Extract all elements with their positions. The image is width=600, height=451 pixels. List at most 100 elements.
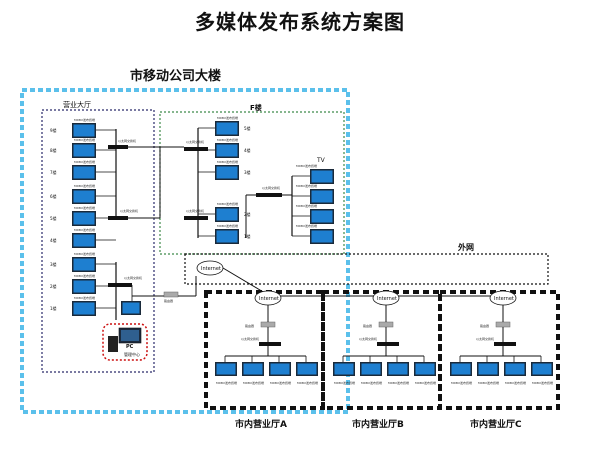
router-device (495, 321, 511, 328)
switch-caption: 以太网交换机 (262, 185, 280, 190)
floor-label: 5楼 (244, 125, 251, 131)
screen-panel (451, 363, 471, 375)
screen-caption: MDBX发布终端 (74, 273, 95, 278)
pc-frame (102, 323, 148, 361)
router-caption: 路由器 (480, 323, 489, 328)
internet-label: Internet (201, 266, 221, 272)
floor-label: 8楼 (50, 147, 57, 153)
screen-caption: MDBX发布终端 (74, 227, 95, 232)
screen-caption: MDBX发布终端 (451, 380, 472, 385)
ethernet-switch (256, 193, 282, 197)
floor-label: 2楼 (244, 211, 251, 217)
floor-label: 3楼 (50, 261, 57, 267)
switch-caption: 以太网交换机 (241, 336, 259, 341)
hq-title: 市移动公司大楼 (130, 68, 221, 84)
ethernet-switch (184, 147, 208, 151)
fbuilding-label: F楼 (250, 103, 262, 112)
hall-c-label: 市内营业厅C (470, 418, 522, 430)
screen-caption: MDBX发布终端 (217, 115, 238, 120)
screen-panel (216, 166, 238, 179)
hall-c-frame (438, 290, 560, 410)
screen-caption: MDBX发布终端 (296, 203, 317, 208)
screen-panel (311, 210, 333, 223)
screen-panel (415, 363, 435, 375)
screen-caption: MDBX发布终端 (74, 159, 95, 164)
screen-caption: MDBX发布终端 (74, 183, 95, 188)
screen-caption: MDBX发布终端 (388, 380, 409, 385)
router-device (378, 321, 394, 328)
screen-panel (73, 234, 95, 247)
hall-a-label: 市内营业厅A (235, 418, 287, 430)
screen-caption: MDBX发布终端 (74, 295, 95, 300)
floor-label: 9楼 (50, 127, 57, 133)
screen-caption: MDBX发布终端 (478, 380, 499, 385)
screen-panel (334, 363, 354, 375)
floor-label: 6楼 (50, 193, 57, 199)
screen-caption: MDBX发布终端 (243, 380, 264, 385)
switch-caption: 以太网交换机 (118, 138, 136, 143)
screen-panel (532, 363, 552, 375)
screen-panel (505, 363, 525, 375)
screen-panel (478, 363, 498, 375)
router-caption: 路由器 (245, 323, 254, 328)
switch-caption: 以太网交换机 (120, 208, 138, 213)
internet-label: Internet (377, 296, 397, 302)
tv-label: TV (316, 157, 326, 164)
switch-caption: 以太网交换机 (186, 139, 204, 144)
switch-caption: 以太网交换机 (124, 275, 142, 280)
screen-panel (361, 363, 381, 375)
router-device (260, 321, 276, 328)
screen-panel (216, 144, 238, 157)
screen-panel (73, 166, 95, 179)
ethernet-switch (108, 283, 132, 287)
screen-panel (73, 190, 95, 203)
pc-label: PC (126, 344, 134, 350)
waiwang-frame (184, 253, 549, 285)
router-device (163, 291, 179, 298)
pc-tower (108, 336, 118, 352)
ethernet-switch (377, 342, 399, 346)
floor-label: 2楼 (50, 283, 57, 289)
screen-panel (73, 124, 95, 137)
floor-label: 4楼 (50, 237, 57, 243)
screen-caption: MDBX发布终端 (74, 117, 95, 122)
screen-panel (243, 363, 263, 375)
screen-panel (311, 230, 333, 243)
screen-panel (73, 144, 95, 157)
hall-b-frame (321, 290, 442, 410)
screen-caption: MDBX发布终端 (217, 159, 238, 164)
floor-label: 4楼 (244, 147, 251, 153)
screen-caption: MDBX发布终端 (74, 251, 95, 256)
floor-label: 5楼 (50, 215, 57, 221)
screen-caption: MDBX发布终端 (296, 183, 317, 188)
lobby-label: 营业大厅 (63, 100, 91, 109)
hall-a-frame (204, 290, 325, 410)
screen-caption: MDBX发布终端 (415, 380, 436, 385)
screen-panel (216, 208, 238, 221)
screen-panel (73, 302, 95, 315)
pc-monitor-screen (121, 330, 139, 341)
screen-panel (73, 258, 95, 271)
ethernet-switch (259, 342, 281, 346)
screen-panel (122, 302, 140, 314)
ethernet-switch (108, 145, 128, 149)
floor-label: 1楼 (244, 233, 251, 239)
screen-panel (73, 280, 95, 293)
screen-caption: MDBX发布终端 (297, 380, 318, 385)
screen-caption: MDBX发布终端 (334, 380, 355, 385)
screen-caption: MDBX发布终端 (361, 380, 382, 385)
screen-caption: MDBX发布终端 (74, 137, 95, 142)
switch-caption: 以太网交换机 (186, 208, 204, 213)
diagram-devices: 9楼MDBX发布终端8楼MDBX发布终端7楼MDBX发布终端6楼MDBX发布终端… (50, 115, 553, 385)
router-caption: 路由器 (164, 298, 173, 303)
screen-caption: MDBX发布终端 (217, 201, 238, 206)
screen-panel (73, 212, 95, 225)
screen-panel (311, 190, 333, 203)
screen-panel (311, 170, 333, 183)
pc-sub-label: 管理中心 (124, 351, 140, 357)
screen-panel (388, 363, 408, 375)
screen-panel (297, 363, 317, 375)
lobby-frame (41, 109, 155, 373)
